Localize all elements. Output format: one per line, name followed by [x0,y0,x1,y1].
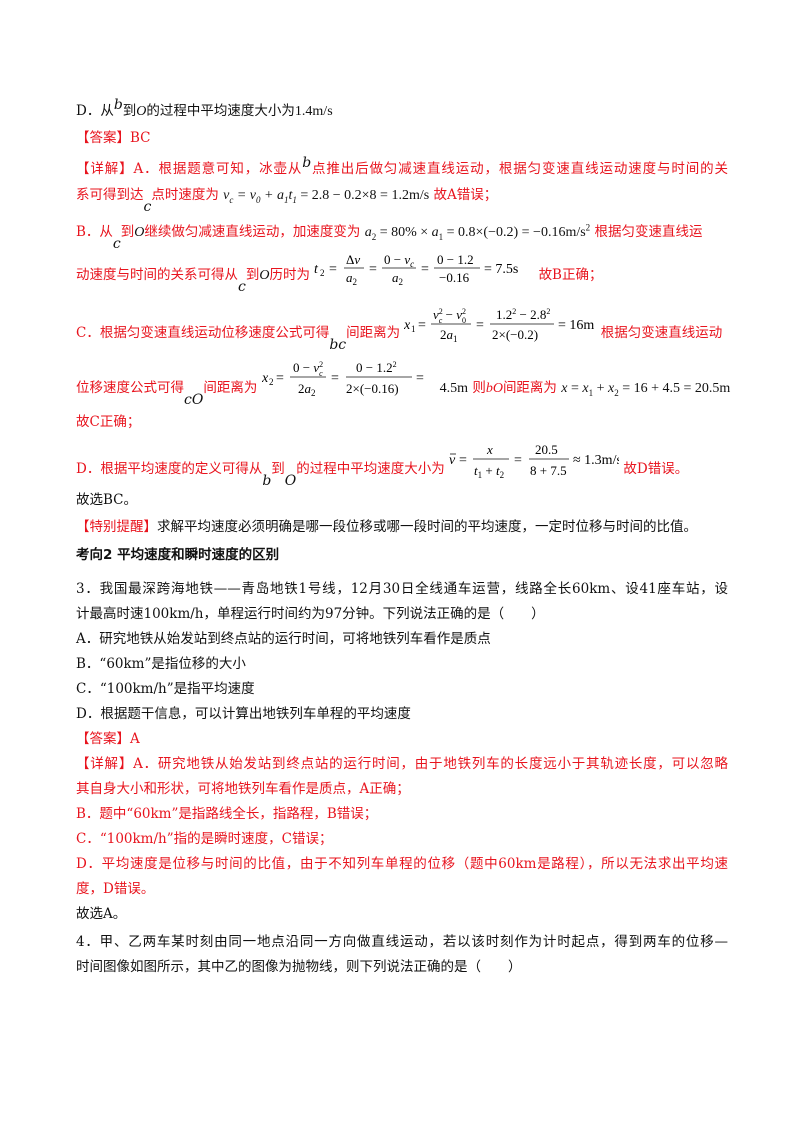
q3-explain-c: C．“100km/h”指的是瞬时速度，C错误； [76,831,333,847]
prev-explain-a-line1: 【详解】A．根据题意可知，冰壶从b点推出后做匀减速直线运动，根据匀变速直线运动速… [76,155,729,177]
q4-stem-line1: 4．甲、乙两车某时刻由同一地点沿同一方向做直线运动，若以该时刻作为计时起点，得到… [76,934,728,950]
svg-text:2×(−0.16): 2×(−0.16) [346,381,399,396]
q3-stem-line2: 计最高时速100km/h，单程运行时间约为97分钟。下列说法正确的是（ ） [76,606,545,622]
svg-text:=: = [418,318,426,333]
q3-option-c: C．“100km/h”是指平均速度 [76,681,255,697]
svg-text:Δv: Δv [346,252,360,267]
svg-text:= 7.5s: = 7.5s [484,262,518,277]
svg-text:2: 2 [320,268,325,278]
svg-text:=: = [276,371,284,386]
svg-text:−0.16: −0.16 [439,270,470,285]
prev-explain-d-line1: D．根据平均速度的定义可得从b到O的过程中平均速度大小为 v = x t1 + … [76,440,689,489]
svg-text:=: = [459,453,467,468]
svg-text:=: = [416,371,424,386]
svg-text:≈ 1.3m/s: ≈ 1.3m/s [573,453,619,468]
svg-text:x: x [404,318,411,333]
svg-text:x: x [486,442,493,457]
q3-answer: 【答案】A [76,731,140,747]
formula-vc: vc = v0 + a1t1 = 2.8 − 0.2×8 = 1.2m/s [223,188,430,205]
prev-answer: 【答案】BC [76,130,151,146]
q3-explain-b: B．题中“60km”是指路线全长，指路程，B错误； [76,806,378,822]
svg-text:=: = [514,453,522,468]
prev-explain-b-line1: B．从c到O继续做匀减速直线运动，加速度变为 a2 = 80% × a1 = 0… [76,222,703,252]
formula-x-total: x = x1 + x2 = 16 + 4.5 = 20.5m [561,380,731,398]
q3-option-a: A．研究地铁从始发站到终点站的运行时间，可将地铁列车看作是质点 [76,631,491,647]
svg-text:=: = [369,262,377,277]
section-heading: 考向2 平均速度和瞬时速度的区别 [76,547,280,563]
prev-explain-b-line2: 动速度与时间的关系可得从c到O历时为 t 2 = Δv a2 = 0 − vc … [76,252,603,295]
formula-t2: t 2 = Δv a2 = 0 − vc a2 = 0 − 1.2 −0.16 … [314,252,534,287]
prev-explain-a-line2: 系可得到达c点时速度为 vc = v0 + a1t1 = 2.8 − 0.2×8… [76,187,498,215]
svg-text:0 − 1.2: 0 − 1.2 [437,252,474,267]
svg-text:20.5: 20.5 [535,442,558,457]
q3-stem-line1: 3．我国最深跨海地铁——青岛地铁1号线，12月30日全线通车运营，线路全长60k… [76,581,728,597]
q3-option-d: D．根据题干信息，可以计算出地铁列车单程的平均速度 [76,706,411,722]
svg-text:2×(−0.2): 2×(−0.2) [492,327,538,342]
tip-label: 【特别提醒】 [76,519,157,535]
svg-text:t: t [314,262,319,277]
svg-text:2: 2 [269,377,274,387]
tip-text: 求解平均速度必须明确是哪一段位移或哪一段时间的平均速度，一定时位移与时间的比值。 [157,519,697,535]
q3-conclusion: 故选A。 [76,906,127,922]
svg-text:0 − 1.22: 0 − 1.22 [356,360,397,375]
fraction-vbar-svg: v = x t1 + t2 = 20.5 8 + 7.5 ≈ 1.3m/s [449,442,622,480]
q3-explain-d-line1: D．平均速度是位移与时间的比值，由于不知列车单程的位移（题中60km是路程），所… [76,856,728,872]
prev-option-d: D．从b到O的过程中平均速度大小为1.4m/s [76,97,333,119]
svg-text:a2: a2 [346,270,357,286]
svg-text:= 16m: = 16m [558,318,594,333]
svg-text:v: v [449,453,456,468]
svg-text:1.22 − 2.82: 1.22 − 2.82 [496,307,550,322]
svg-text:a2: a2 [392,270,403,286]
svg-text:0 − v2c: 0 − v2c [293,360,323,378]
q3-option-b: B．“60km”是指位移的大小 [76,656,246,672]
q3-explain-a-line2: 其自身大小和形状，可将地铁列车看作是质点，A正确； [76,781,410,797]
formula-vbar: v = x t1 + t2 = 20.5 8 + 7.5 ≈ 1.3m/s [449,440,622,480]
fraction-t2-svg: t 2 = Δv a2 = 0 − vc a2 = 0 − 1.2 −0.16 … [314,252,518,287]
svg-text:0 − vc: 0 − vc [384,252,414,269]
special-tip: 【特别提醒】求解平均速度必须明确是哪一段位移或哪一段时间的平均速度，一定时位移与… [76,515,728,535]
q3-explain-a-line1: 【详解】A．研究地铁从始发站到终点站的运行时间，由于地铁列车的长度远小于其轨迹长… [76,756,728,772]
svg-text:1: 1 [411,324,416,334]
svg-text:=: = [329,262,337,277]
q4-stem-line2: 时间图像如图所示，其中乙的图像为抛物线，则下列说法正确的是（ ） [76,959,522,975]
prev-conclusion: 故选BC。 [76,492,138,508]
svg-text:2a2: 2a2 [298,381,316,398]
prev-explain-c-line3: 故C正确； [76,414,141,430]
svg-text:t1 + t2: t1 + t2 [474,463,504,480]
svg-text:=: = [476,318,484,333]
svg-text:2a1: 2a1 [440,327,458,344]
svg-text:=: = [331,371,339,386]
q3-explain-d-line2: 度，D错误。 [76,881,155,897]
svg-text:8 + 7.5: 8 + 7.5 [530,463,567,478]
x2-value: 4.5m [439,380,469,396]
formula-a2: a2 = 80% × a1 = 0.8×(−0.2) = −0.16m/s2 [364,222,591,242]
svg-text:=: = [421,262,429,277]
svg-text:x: x [262,371,269,386]
svg-text:v2c − v20: v2c − v20 [433,307,466,325]
